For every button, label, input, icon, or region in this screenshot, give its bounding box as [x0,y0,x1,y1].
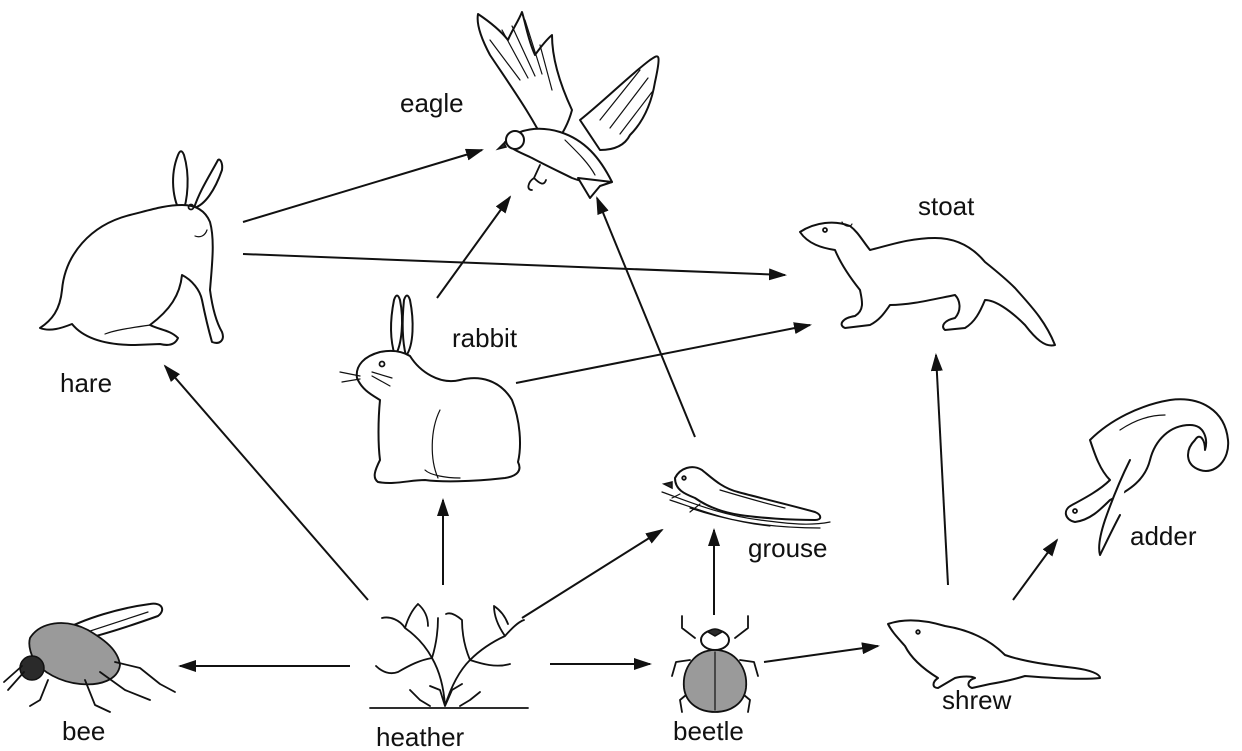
label-beetle: beetle [673,716,744,746]
arrow-hare-to-eagle [243,150,482,222]
label-grouse: grouse [748,533,828,563]
label-adder: adder [1130,521,1197,551]
arrow-beetle-to-shrew [764,646,878,662]
arrow-rabbit-to-eagle [437,197,510,298]
label-stoat: stoat [918,191,975,221]
label-rabbit: rabbit [452,323,518,353]
arrow-rabbit-to-stoat [516,325,810,383]
arrow-grouse-to-eagle [597,198,695,437]
label-heather: heather [376,722,465,751]
arrow-heather-to-grouse [522,530,662,618]
eagle-illustration [478,12,659,198]
shrew-illustration [888,620,1100,688]
heather-illustration [370,604,528,708]
arrow-heather-to-hare [165,366,368,600]
grouse-illustration [662,467,830,528]
beetle-illustration [672,616,758,712]
label-bee: bee [62,716,105,746]
arrows [165,150,1057,666]
stoat-illustration [800,222,1055,346]
bee-illustration [4,604,175,712]
arrow-shrew-to-stoat [936,355,948,585]
label-shrew: shrew [942,685,1012,715]
label-hare: hare [60,368,112,398]
arrow-hare-to-stoat [243,254,785,275]
arrow-shrew-to-adder [1013,540,1057,600]
label-eagle: eagle [400,88,464,118]
hare-illustration [40,151,223,345]
